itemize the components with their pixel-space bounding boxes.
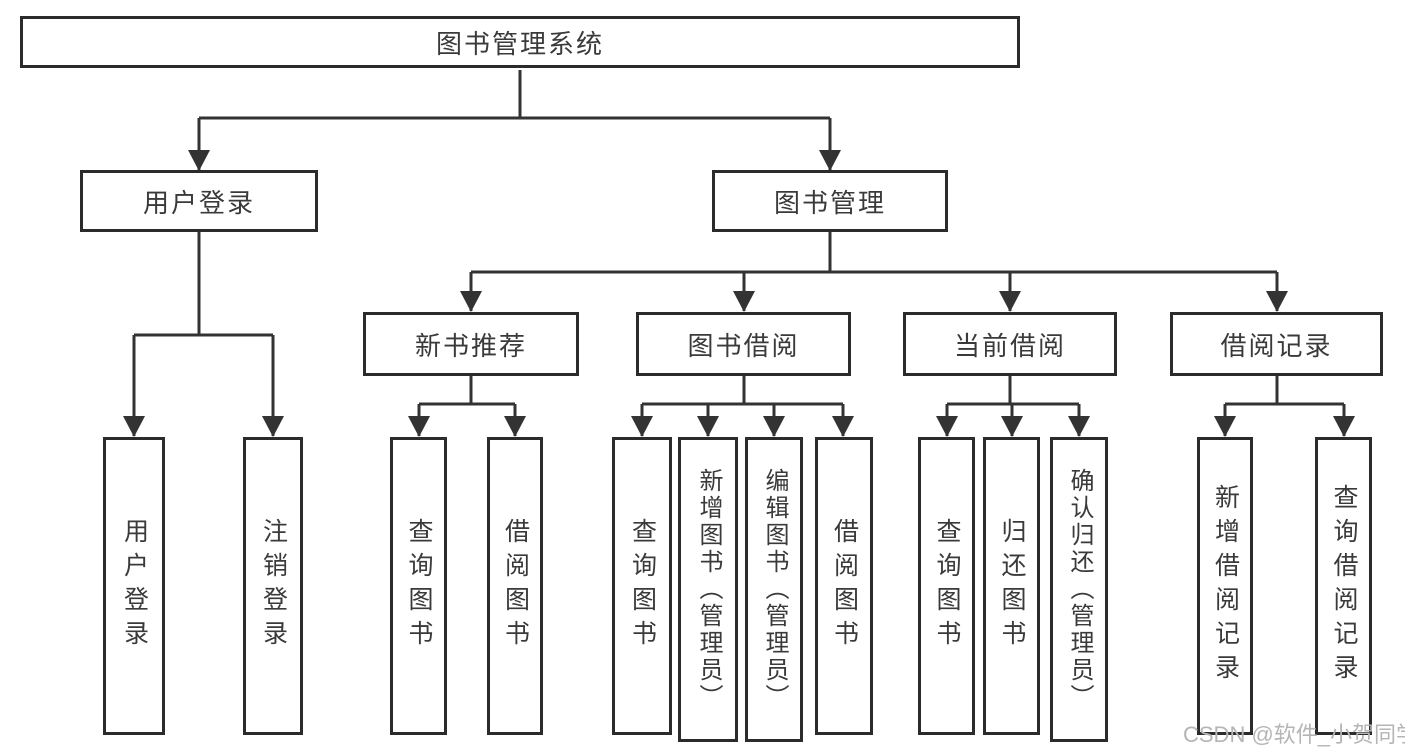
leaf-borrow-books-borrowing: 借阅图书 bbox=[815, 437, 873, 735]
leaf-return-books: 归还图书 bbox=[983, 437, 1040, 735]
csdn-watermark: CSDN @软件_小贺同学 bbox=[1183, 722, 1405, 747]
leaf-query-borrow-record: 查询借阅记录 bbox=[1315, 437, 1372, 735]
leaf-query-books-recommend: 查询图书 bbox=[390, 437, 447, 735]
leaf-logout: 注销登录 bbox=[243, 437, 303, 735]
leaf-add-borrow-record: 新增借阅记录 bbox=[1197, 437, 1253, 735]
leaf-add-books-admin: 新增图书（管理员） bbox=[678, 437, 738, 742]
leaf-query-books-current: 查询图书 bbox=[918, 437, 975, 735]
node-book-management: 图书管理 bbox=[712, 170, 948, 232]
node-user-login: 用户登录 bbox=[80, 170, 318, 232]
node-borrowing-records: 借阅记录 bbox=[1170, 312, 1383, 376]
leaf-borrow-books-recommend: 借阅图书 bbox=[487, 437, 543, 735]
node-library-management-system: 图书管理系统 bbox=[20, 16, 1020, 68]
node-new-book-recommend: 新书推荐 bbox=[363, 312, 579, 376]
leaf-user-login: 用户登录 bbox=[103, 437, 165, 735]
leaf-confirm-return-admin: 确认归还（管理员） bbox=[1050, 437, 1108, 742]
node-book-borrowing: 图书借阅 bbox=[636, 312, 851, 376]
node-current-borrowing: 当前借阅 bbox=[903, 312, 1117, 376]
leaf-query-books-borrowing: 查询图书 bbox=[612, 437, 672, 735]
leaf-edit-books-admin: 编辑图书（管理员） bbox=[745, 437, 803, 742]
